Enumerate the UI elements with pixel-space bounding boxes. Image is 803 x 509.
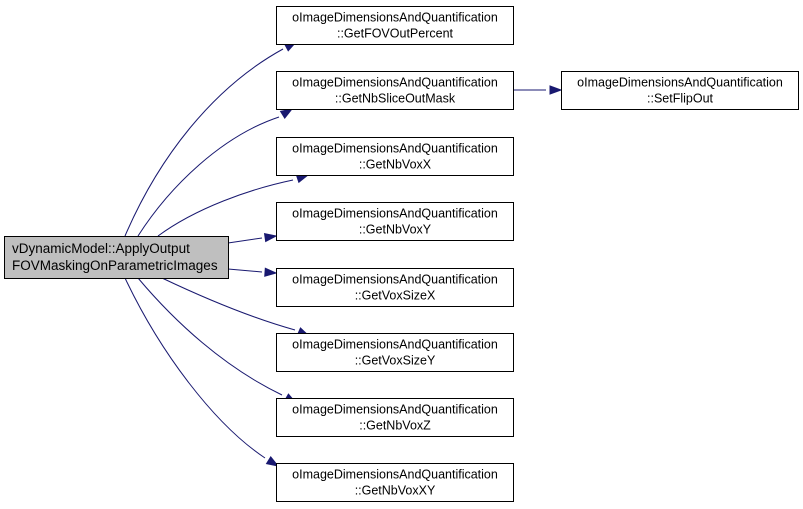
edge-line	[124, 48, 284, 237]
node-getvoxsizex[interactable]: oImageDimensionsAndQuantification::GetVo…	[276, 268, 514, 307]
edge-getnbsliceoutmask-to-setflipout	[513, 85, 563, 95]
edge-arrowhead	[265, 455, 280, 467]
edge-line	[157, 179, 294, 237]
node-box	[276, 137, 514, 176]
edge-root-to-getnbsliceoutmask	[137, 108, 294, 237]
node-label-line: oImageDimensionsAndQuantification	[292, 338, 498, 352]
edge-line	[161, 277, 296, 331]
node-label-line: oImageDimensionsAndQuantification	[292, 142, 498, 156]
nodes-layer: vDynamicModel::ApplyOutputFOVMaskingOnPa…	[4, 6, 799, 502]
node-box	[276, 71, 514, 110]
edge-line	[227, 237, 263, 244]
node-label-line: ::GetNbVoxY	[359, 223, 432, 237]
node-label-line: ::GetNbVoxZ	[359, 419, 431, 433]
edge-line	[137, 116, 280, 237]
node-label-line: oImageDimensionsAndQuantification	[577, 76, 783, 90]
node-box	[276, 6, 514, 45]
node-getvoxsizey[interactable]: oImageDimensionsAndQuantification::GetVo…	[276, 333, 514, 372]
node-box	[276, 333, 514, 372]
edge-root-to-getnbvoxy	[227, 232, 278, 244]
edge-arrowhead	[264, 267, 278, 277]
root-node-label-line: FOVMaskingOnParametricImages	[12, 258, 218, 273]
edge-root-to-getvoxsizex	[227, 267, 278, 277]
root-node-label-line: vDynamicModel::ApplyOutput	[12, 241, 190, 256]
edge-arrowhead	[549, 85, 563, 95]
root-node[interactable]: vDynamicModel::ApplyOutputFOVMaskingOnPa…	[4, 236, 229, 279]
node-setflipout[interactable]: oImageDimensionsAndQuantification::SetFl…	[561, 71, 799, 110]
node-label-line: oImageDimensionsAndQuantification	[292, 273, 498, 287]
edge-arrowhead	[279, 108, 294, 120]
node-label-line: ::GetNbVoxXY	[355, 484, 436, 498]
root-node-box	[4, 236, 229, 279]
node-box	[561, 71, 799, 110]
edge-line	[124, 277, 266, 459]
node-label-line: ::GetNbSliceOutMask	[335, 92, 456, 106]
node-label-line: ::GetVoxSizeX	[355, 289, 436, 303]
edge-root-to-getnbvoxz	[137, 277, 298, 404]
node-box	[276, 463, 514, 502]
node-getnbvoxx[interactable]: oImageDimensionsAndQuantification::GetNb…	[276, 137, 514, 176]
node-label-line: ::SetFlipOut	[647, 92, 714, 106]
node-label-line: ::GetFOVOutPercent	[337, 27, 454, 41]
node-label-line: oImageDimensionsAndQuantification	[292, 403, 498, 417]
node-getnbvoxz[interactable]: oImageDimensionsAndQuantification::GetNb…	[276, 398, 514, 437]
node-label-line: ::GetNbVoxX	[359, 158, 432, 172]
node-box	[276, 268, 514, 307]
node-label-line: ::GetVoxSizeY	[355, 354, 436, 368]
node-box	[276, 202, 514, 241]
node-getfovoutpercent[interactable]: oImageDimensionsAndQuantification::GetFO…	[276, 6, 514, 45]
node-label-line: oImageDimensionsAndQuantification	[292, 468, 498, 482]
node-label-line: oImageDimensionsAndQuantification	[292, 11, 498, 25]
node-getnbvoxxy[interactable]: oImageDimensionsAndQuantification::GetNb…	[276, 463, 514, 502]
edge-line	[137, 277, 283, 396]
node-label-line: oImageDimensionsAndQuantification	[292, 207, 498, 221]
node-getnbvoxy[interactable]: oImageDimensionsAndQuantification::GetNb…	[276, 202, 514, 241]
edge-arrowhead	[263, 232, 278, 243]
edge-line	[227, 268, 263, 273]
edge-root-to-getnbvoxxy	[124, 277, 280, 467]
node-box	[276, 398, 514, 437]
node-label-line: oImageDimensionsAndQuantification	[292, 76, 498, 90]
node-getnbsliceoutmask[interactable]: oImageDimensionsAndQuantification::GetNb…	[276, 71, 514, 110]
